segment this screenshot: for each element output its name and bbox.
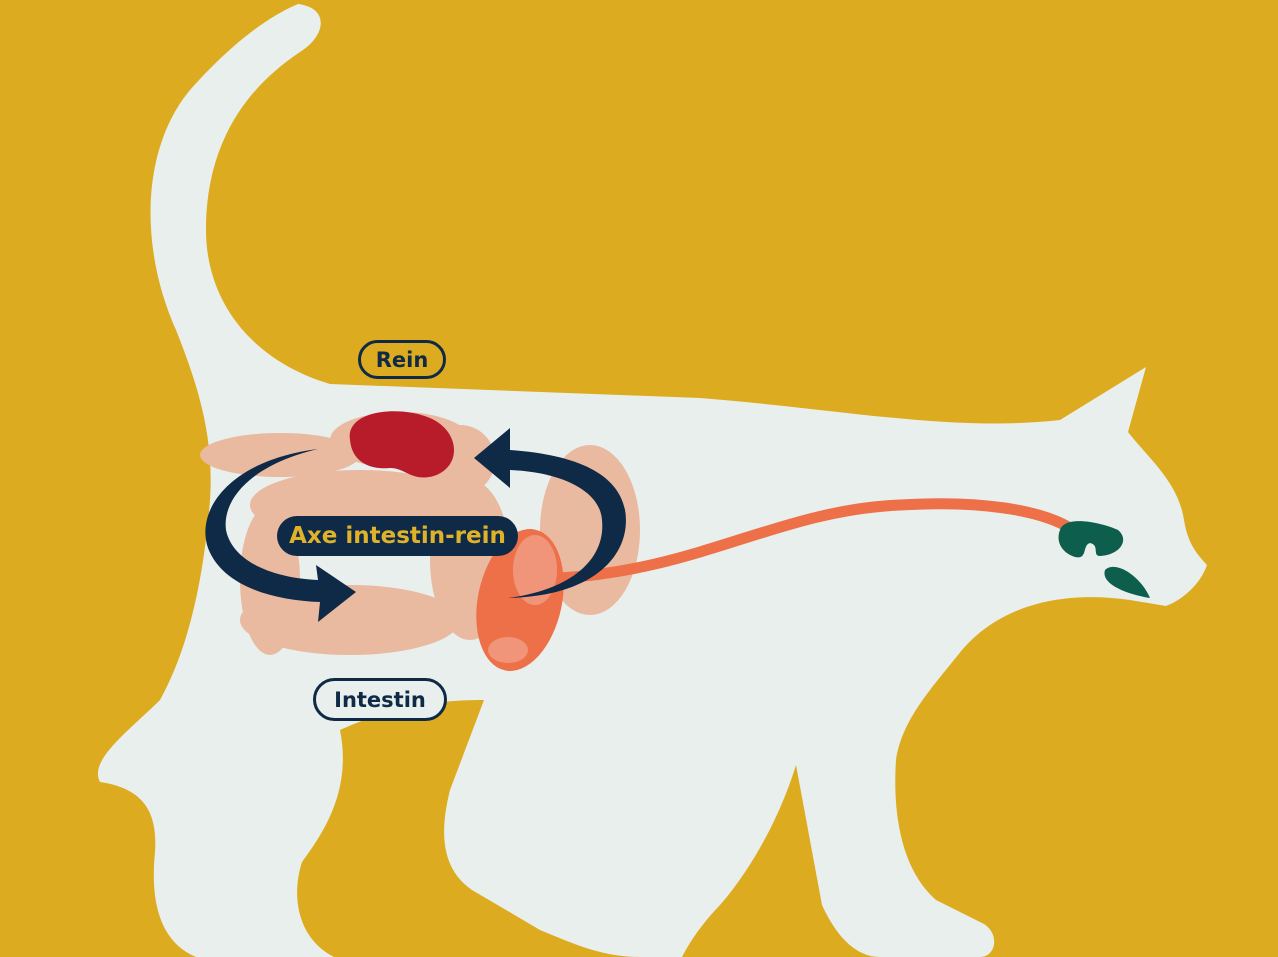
cycle-arrows bbox=[205, 428, 626, 622]
kidney-label: Rein bbox=[358, 340, 446, 379]
stomach bbox=[476, 529, 564, 671]
arrow-right-icon bbox=[474, 428, 626, 598]
arrow-left-icon bbox=[205, 449, 356, 622]
gut-kidney-axis-label: Axe intestin-rein bbox=[277, 516, 518, 556]
cat-silhouette bbox=[97, 4, 1207, 957]
mouth bbox=[1058, 521, 1150, 598]
kidney bbox=[349, 411, 454, 478]
intestine-label: Intestin bbox=[313, 678, 447, 721]
esophagus bbox=[554, 498, 1076, 584]
